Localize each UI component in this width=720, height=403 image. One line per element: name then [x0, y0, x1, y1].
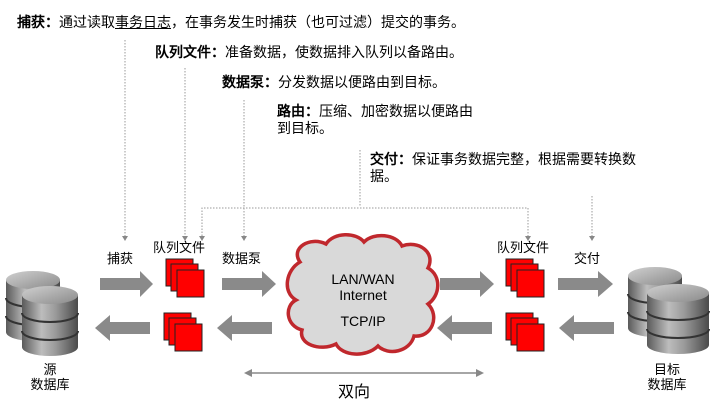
- arrow-left-route: [437, 315, 492, 341]
- trail-left-label: 队列文件: [153, 241, 206, 256]
- connector-arrowheads: [122, 236, 595, 241]
- route-description: 路由：压缩、加密数据以便路由 到目标。: [277, 104, 473, 138]
- arrow-left-target: [559, 315, 614, 341]
- trail-files-left-bottom-icon: [163, 312, 203, 352]
- arrowhead-icon: [122, 236, 128, 241]
- bidirectional-arrow-icon: [244, 369, 484, 377]
- route-branch: [201, 207, 529, 236]
- pump-term: 数据泵：: [222, 75, 278, 91]
- target-database-icon: [627, 267, 710, 354]
- trail-files-left-top-icon: [165, 258, 205, 298]
- route-text-line1: 压缩、加密数据以便路由: [319, 104, 473, 120]
- trail-files-right-bottom-icon: [505, 312, 545, 352]
- arrow-right-deliver: [558, 271, 613, 297]
- cloud-line-tcpip: TCP/IP: [340, 313, 386, 329]
- deliver-text-line1: 保证事务数据完整，根据需要转换数: [412, 152, 636, 168]
- source-db-label-line1: 源: [43, 363, 57, 378]
- cloud-text: LAN/WAN Internet TCP/IP: [318, 271, 408, 329]
- source-db-label: 源 数据库: [30, 363, 70, 393]
- source-db-label-line2: 数据库: [30, 378, 70, 393]
- pump-text: 分发数据以便路由到目标。: [278, 75, 446, 91]
- trail-term: 队列文件：: [155, 45, 225, 61]
- arrow-left-pump: [217, 315, 272, 341]
- transaction-log-link[interactable]: 事务日志: [115, 15, 171, 31]
- pump-description: 数据泵：分发数据以便路由到目标。: [222, 75, 446, 92]
- target-db-label: 目标 数据库: [642, 363, 692, 393]
- arrow-right-route: [440, 271, 494, 297]
- target-db-label-line1: 目标: [653, 363, 680, 378]
- trail-files-right-top-icon: [505, 258, 545, 298]
- trail-description: 队列文件：准备数据，使数据排入队列以备路由。: [155, 45, 463, 62]
- arrowhead-icon: [241, 236, 247, 241]
- arrowhead-icon: [199, 236, 205, 241]
- capture-text-before: 通过读取: [59, 15, 115, 31]
- arrow-right-capture: [100, 271, 153, 297]
- arrow-right-pump: [222, 271, 276, 297]
- arrowhead-icon: [182, 236, 188, 241]
- capture-label: 捕获: [107, 252, 134, 267]
- arrowhead-icon: [589, 236, 595, 241]
- cloud-line-lanwan: LAN/WAN: [331, 271, 395, 287]
- deliver-term: 交付：: [370, 152, 412, 168]
- arrowhead-icon: [525, 236, 531, 241]
- target-db-label-line2: 数据库: [647, 378, 687, 393]
- route-text-line2: 到目标。: [277, 121, 333, 137]
- dotted-connectors: [124, 40, 593, 236]
- deliver-label: 交付: [574, 252, 601, 267]
- flow-arrows: [95, 271, 614, 341]
- capture-description: 捕获：通过读取事务日志，在事务发生时捕获（也可过滤）提交的事务。: [17, 15, 465, 32]
- network-cloud-icon: [285, 233, 440, 356]
- bidirectional-label: 双向: [338, 382, 371, 401]
- capture-term: 捕获：: [17, 15, 59, 31]
- pump-label: 数据泵: [222, 252, 262, 267]
- source-database-icon: [5, 271, 79, 356]
- route-term: 路由：: [277, 104, 319, 120]
- trail-right-label: 队列文件: [497, 241, 550, 256]
- trail-text: 准备数据，使数据排入队列以备路由。: [225, 45, 463, 61]
- capture-text-after: ，在事务发生时捕获（也可过滤）提交的事务。: [171, 15, 465, 31]
- deliver-text-line2: 据。: [370, 169, 398, 185]
- deliver-description: 交付：保证事务数据完整，根据需要转换数 据。: [370, 152, 636, 186]
- arrow-left-source: [95, 315, 150, 341]
- cloud-line-internet: Internet: [339, 287, 387, 303]
